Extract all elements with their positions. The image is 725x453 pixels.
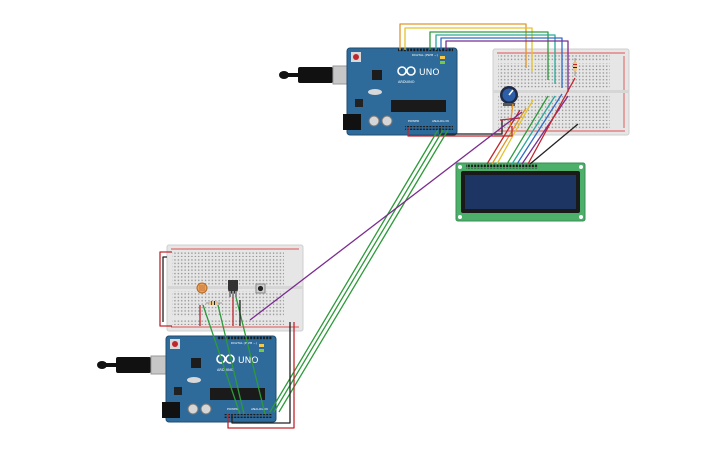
wire-orange[interactable]: [399, 23, 527, 68]
resistor-ldr[interactable]: [206, 301, 222, 305]
arduino-label: ARDUINO: [398, 80, 415, 84]
photoresistor[interactable]: [196, 282, 208, 294]
wire-yellow[interactable]: [404, 27, 533, 72]
wire-purple-top[interactable]: [445, 40, 569, 92]
uno-label: UNO: [419, 68, 439, 78]
power-label-2: POWER: [227, 407, 238, 411]
breadboard-top[interactable]: [492, 48, 630, 136]
analog-label: ANALOG IN: [432, 119, 449, 123]
arduino-top[interactable]: UNO ARDUINO DIGITAL (PWM ~) POWER ANALOG…: [279, 47, 458, 136]
pushbutton[interactable]: [255, 283, 266, 294]
wire-green-top[interactable]: [429, 31, 549, 80]
digital-label: DIGITAL (PWM ~): [412, 53, 438, 57]
temperature-sensor[interactable]: [228, 280, 238, 297]
arduino-logo-top: [397, 66, 416, 76]
arduino-bottom[interactable]: UNO ARDUINO DIGITAL (PWM ~) POWER ANALOG…: [97, 335, 277, 423]
potentiometer[interactable]: [500, 86, 518, 106]
wire-teal[interactable]: [435, 34, 556, 84]
analog-label-2: ANALOG IN: [251, 407, 268, 411]
power-label: POWER: [408, 119, 419, 123]
wire-blue[interactable]: [440, 37, 563, 88]
wires: [159, 23, 579, 429]
uno-label-2: UNO: [238, 356, 258, 366]
resistor-lcd[interactable]: [573, 58, 577, 76]
lcd-display[interactable]: [455, 162, 586, 222]
digital-label-2: DIGITAL (PWM ~): [231, 341, 257, 345]
